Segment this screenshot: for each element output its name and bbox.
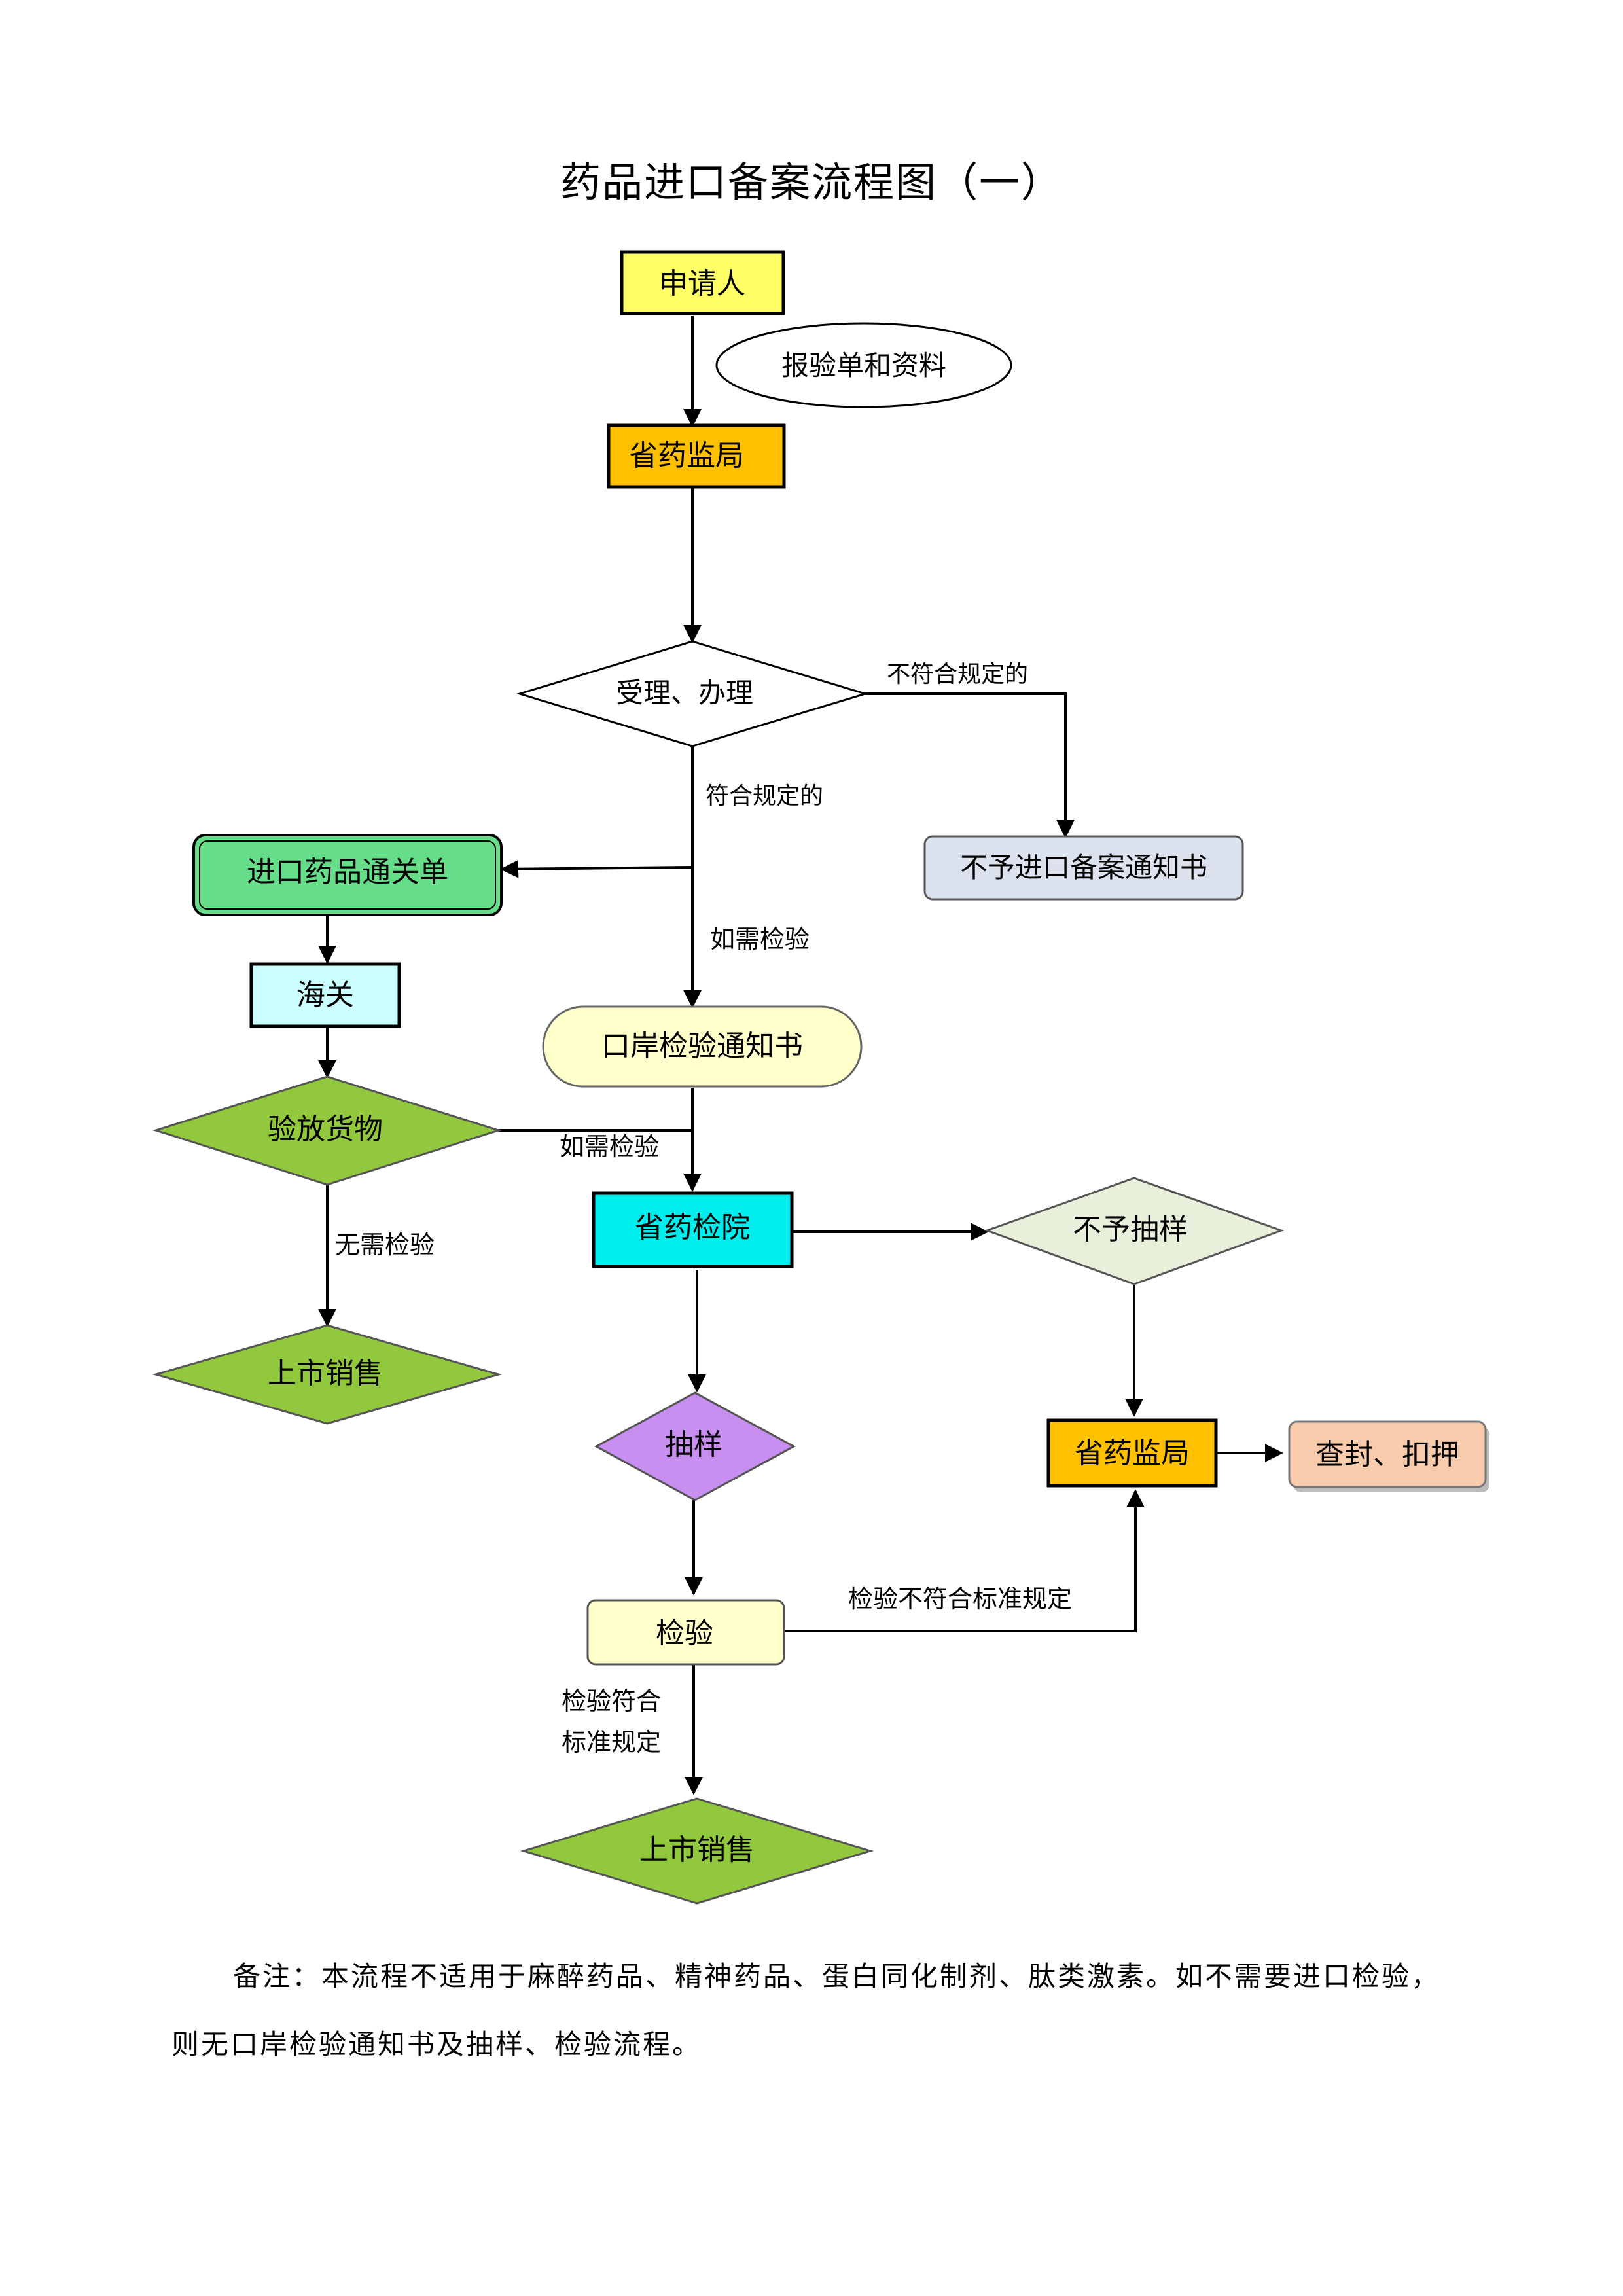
- node-customs-label: 海关: [296, 978, 354, 1012]
- node-release-goods-label: 验放货物: [268, 1113, 383, 1146]
- node-customs-form-inner: [199, 840, 496, 910]
- page-title: 药品进口备案流程图（一）: [560, 158, 1063, 206]
- node-report-docs: 报验单和资料: [715, 322, 1012, 408]
- node-report-docs-label: 报验单和资料: [781, 350, 946, 382]
- edge-label-compliant: 符合规定的: [705, 783, 823, 810]
- node-no-sampling-diamond: [984, 1177, 1285, 1285]
- node-inspection-box: [586, 1599, 785, 1666]
- node-seal-seize-box: [1288, 1420, 1487, 1488]
- note-line-1: 备注：本流程不适用于麻醉药品、精神药品、蛋白同化制剂、肽类激素。如不需要进口检验…: [233, 1960, 1441, 1992]
- node-customs-form-label: 进口药品通关单: [247, 855, 448, 889]
- edge-accept-to-reject: [865, 692, 1075, 838]
- node-market-sale-left-diamond: [152, 1324, 503, 1425]
- node-reject-notice-label: 不予进口备案通知书: [960, 852, 1207, 884]
- node-provincial-bureau-right-box: [1046, 1418, 1218, 1488]
- node-reject-notice-box: [923, 835, 1244, 901]
- node-market-sale-bottom-label: 上市销售: [639, 1833, 755, 1867]
- edge-label-inspection-pass-line2: 标准规定: [562, 1728, 661, 1757]
- edge-label-if-inspection-needed-1: 如需检验: [710, 925, 810, 954]
- node-sampling: 抽样: [594, 1391, 796, 1501]
- node-reject-notice: 不予进口备案通知书: [923, 835, 1244, 901]
- edge-inspection-to-bureau: [784, 1489, 1145, 1632]
- node-provincial-bureau-top-box: [607, 423, 786, 489]
- node-no-sampling: 不予抽样: [984, 1177, 1285, 1285]
- edge-label-inspection-fail: 检验不符合标准规定: [848, 1585, 1072, 1613]
- node-applicant-label: 申请人: [659, 267, 745, 300]
- node-market-sale-left-label: 上市销售: [268, 1357, 383, 1390]
- node-market-sale-bottom: 上市销售: [520, 1797, 874, 1905]
- node-seal-seize: 查封、扣押: [1288, 1420, 1489, 1492]
- node-applicant: 申请人: [620, 250, 785, 315]
- node-release-goods-diamond: [152, 1075, 502, 1186]
- node-accept-process-label: 受理、办理: [616, 677, 753, 709]
- node-provincial-bureau-top: 省药监局: [607, 423, 786, 489]
- node-accept-process: 受理、办理: [516, 640, 869, 747]
- node-sampling-label: 抽样: [665, 1428, 722, 1462]
- node-customs-form-box: [192, 834, 503, 916]
- edge-label-if-inspection-needed-2: 如需检验: [560, 1132, 659, 1161]
- node-customs-box: [249, 962, 401, 1028]
- node-applicant-box: [620, 250, 785, 315]
- node-provincial-bureau-top-label: 省药监局: [629, 439, 744, 473]
- node-seal-seize-label: 查封、扣押: [1315, 1438, 1459, 1471]
- node-provincial-institute-box: [592, 1191, 794, 1268]
- node-customs-form: 进口药品通关单: [192, 834, 503, 916]
- node-port-inspection-notice-label: 口岸检验通知书: [601, 1030, 803, 1063]
- edge-to-customs-form: [500, 859, 693, 878]
- node-report-docs-ellipse: [715, 322, 1012, 408]
- connectors: [318, 316, 1283, 1795]
- node-inspection-label: 检验: [656, 1617, 713, 1650]
- node-no-sampling-label: 不予抽样: [1073, 1213, 1188, 1246]
- edge-labels: 不符合规定的 符合规定的 如需检验 如需检验 无需检验 检验不符合标准规定 检验…: [335, 661, 1072, 1757]
- node-provincial-institute: 省药检院: [592, 1191, 794, 1268]
- node-port-inspection-notice-box: [542, 1005, 863, 1088]
- node-release-goods: 验放货物: [152, 1075, 502, 1186]
- node-accept-process-diamond: [516, 640, 869, 747]
- node-market-sale-left: 上市销售: [152, 1324, 503, 1425]
- node-customs: 海关: [249, 962, 401, 1028]
- edge-label-non-compliant: 不符合规定的: [887, 661, 1028, 688]
- node-provincial-bureau-right-label: 省药监局: [1075, 1437, 1190, 1470]
- node-market-sale-bottom-diamond: [520, 1797, 874, 1905]
- node-sampling-diamond: [594, 1391, 796, 1501]
- edge-label-no-inspection-needed: 无需检验: [335, 1230, 435, 1259]
- node-port-inspection-notice: 口岸检验通知书: [542, 1005, 863, 1088]
- edge-label-inspection-pass-line1: 检验符合: [562, 1687, 661, 1715]
- node-provincial-institute-label: 省药检院: [635, 1211, 750, 1244]
- node-provincial-bureau-right: 省药监局: [1046, 1418, 1218, 1488]
- node-inspection: 检验: [586, 1599, 785, 1666]
- note-line-2: 则无口岸检验通知书及抽样、检验流程。: [171, 2028, 702, 2060]
